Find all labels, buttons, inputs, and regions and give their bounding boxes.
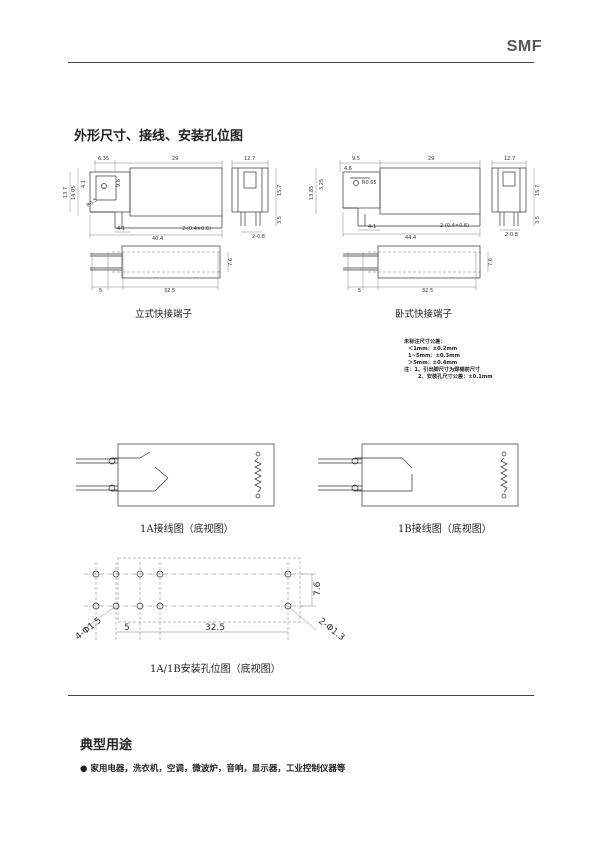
dim-h-m: 3.5	[535, 216, 541, 224]
dim-v-l: 2-0.8	[252, 234, 265, 240]
dim-v-h: 4-1	[117, 226, 125, 232]
caption-vertical-terminal: 立式快接端子	[135, 309, 193, 320]
section-title-dimensions: 外形尺寸、接线、安装孔位图	[74, 129, 244, 144]
dim-holes-e: 2-Φ1.3	[316, 616, 346, 643]
tolerance-line: 注：1、引出脚尺寸为焊锡前尺寸	[404, 367, 481, 373]
dim-h-j: 2-(0.4×0.6)	[440, 223, 469, 229]
dim-v-j: 2-(0.4×0.6)	[182, 226, 211, 232]
section-divider	[68, 695, 534, 696]
dim-v-m: 3.5	[277, 216, 283, 224]
dim-h-f: 3.25	[319, 179, 325, 190]
dim-h-n: 7.6	[488, 258, 494, 266]
dim-h-k: 15.7	[535, 185, 541, 196]
dim-holes-a: 7.6	[313, 581, 323, 596]
dim-h-e: 13.85	[309, 186, 315, 200]
tolerance-line: 1~5mm：±0.3mm	[408, 353, 460, 359]
dim-h-d: 4.6	[344, 166, 352, 172]
dim-v-a: 6.35	[98, 156, 109, 162]
dim-v-d: 13.7	[63, 187, 69, 198]
caption-wiring-1b: 1B接线图（底视图）	[398, 524, 492, 535]
dim-h-g: R0.65	[362, 180, 377, 186]
dim-h-b: 29	[428, 156, 434, 162]
dim-h-l: 2-0.8	[505, 232, 518, 238]
tolerance-line: 2、安装孔尺寸公差：±0.1mm	[418, 374, 493, 380]
wiring-1a-drawing	[76, 443, 275, 507]
dim-holes-b: 5	[124, 623, 130, 633]
horizontal-terminal-drawing: 9.5 29 4.6 13.85 3.25 R0.65 4-1 44.4 2-(…	[309, 156, 541, 294]
dim-h-c: 12.7	[504, 156, 515, 162]
tolerance-line: ＞5mm：±0.4mm	[408, 360, 458, 366]
dim-h-p: 32.5	[422, 288, 433, 294]
tolerance-note: 未标注尺寸公差： ＜1mm：±0.2mm 1~5mm：±0.3mm ＞5mm：±…	[404, 339, 493, 381]
applications-text: 家用电器，洗衣机，空调，微波炉，音响，显示器，工业控制仪器等	[90, 764, 346, 774]
dim-v-g: 4.1	[81, 180, 87, 188]
dim-v-i: 40.4	[152, 236, 163, 242]
dim-v-c: 12.7	[244, 156, 255, 162]
dim-h-h: 4-1	[368, 224, 376, 230]
dim-holes-c: 32.5	[205, 623, 225, 633]
dim-v-n: 7.6	[228, 258, 234, 266]
dim-v-e: 14.05	[71, 186, 77, 200]
tolerance-line: 未标注尺寸公差：	[404, 339, 446, 345]
caption-horizontal-terminal: 卧式快接端子	[395, 309, 453, 320]
wiring-1b-drawing	[318, 443, 519, 507]
dim-v-f: 9.6	[116, 179, 122, 187]
dim-v-k: 15.7	[277, 185, 283, 196]
dim-v-o: 5	[99, 288, 102, 294]
tolerance-line: ＜1mm：±0.2mm	[408, 346, 458, 352]
dim-v-b: 29	[172, 156, 178, 162]
dim-h-a: 9.5	[352, 156, 360, 162]
header-divider	[68, 62, 534, 63]
vertical-terminal-drawing: 6.35 29 9.6 R0.5 13.7 14.05 4.1 4-1 40.4…	[63, 156, 283, 294]
caption-mounting-holes: 1A/1B安装孔位图（底视图）	[150, 664, 281, 675]
dim-v-q: R0.5	[86, 197, 99, 208]
caption-wiring-1a: 1A接线图（底视图）	[140, 524, 234, 535]
brand-logo: SMF	[506, 38, 542, 55]
bullet-icon: ●	[80, 764, 88, 774]
dim-h-o: 5	[358, 288, 361, 294]
mounting-holes-drawing: 7.6 5 32.5 4-Φ1.5 2-Φ1.3	[74, 557, 346, 643]
section-title-applications: 典型用途	[80, 738, 133, 753]
applications-list: ● 家用电器，洗衣机，空调，微波炉，音响，显示器，工业控制仪器等	[80, 762, 345, 774]
dim-holes-d: 4-Φ1.5	[74, 616, 104, 643]
dim-h-i: 44.4	[405, 235, 416, 241]
dim-v-p: 32.5	[164, 288, 175, 294]
